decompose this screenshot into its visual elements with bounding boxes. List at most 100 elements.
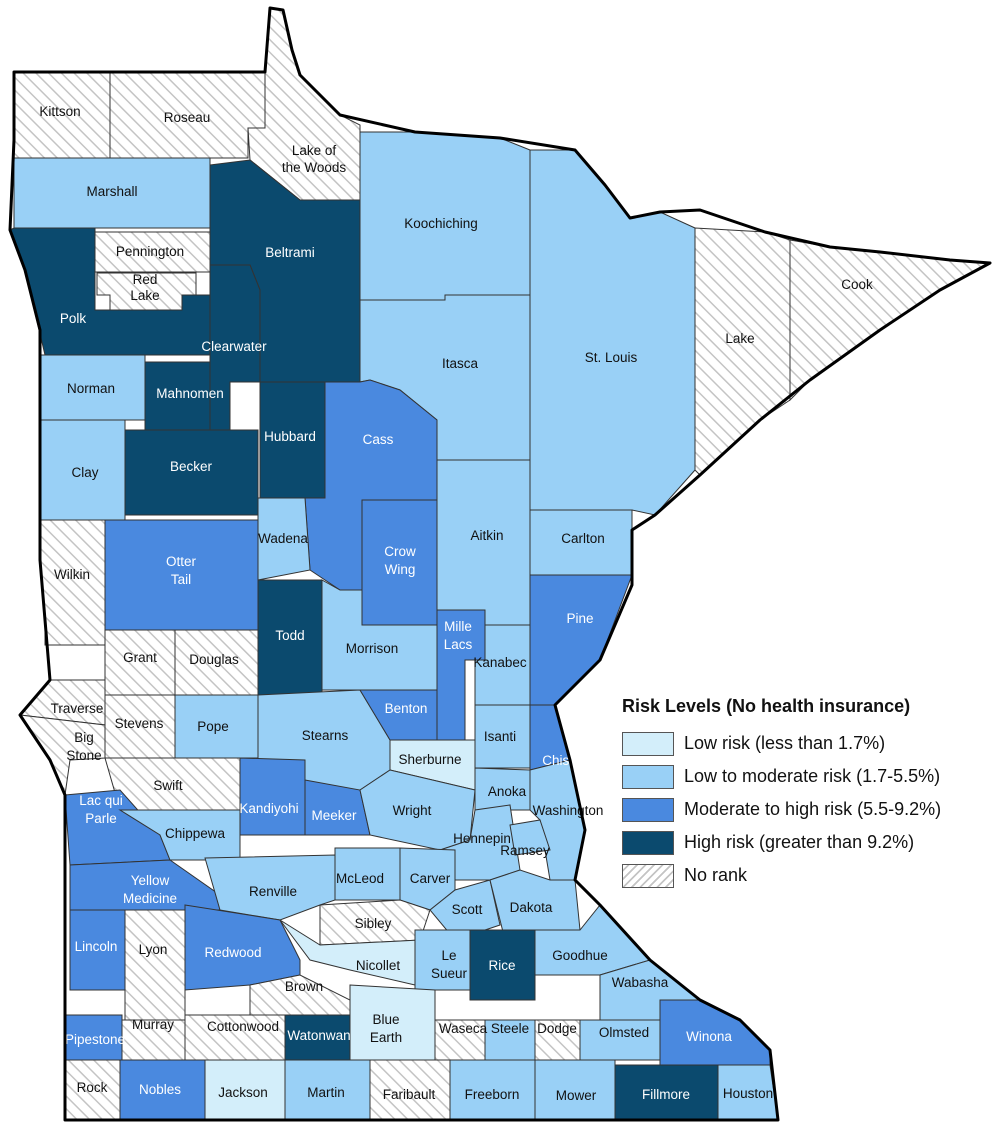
county-label-clay: Clay bbox=[71, 465, 98, 480]
county-label-douglas: Douglas bbox=[189, 652, 239, 667]
county-label-murray: Murray bbox=[132, 1017, 174, 1032]
county-label-chippewa: Chippewa bbox=[165, 826, 226, 841]
county-label-ramsey: Ramsey bbox=[500, 843, 550, 858]
county-label-goodhue: Goodhue bbox=[552, 948, 608, 963]
county-label-stearns: Stearns bbox=[302, 728, 349, 743]
county-label-martin: Martin bbox=[307, 1085, 345, 1100]
county-label-nicollet: Nicollet bbox=[356, 958, 401, 973]
legend-title: Risk Levels (No health insurance) bbox=[622, 696, 911, 716]
county-label-nobles: Nobles bbox=[139, 1082, 181, 1097]
legend: Risk Levels (No health insurance) Low ri… bbox=[622, 696, 988, 892]
county-label-pine: Pine bbox=[566, 611, 593, 626]
county-label-cook: Cook bbox=[841, 277, 873, 292]
county-clearwater bbox=[209, 264, 261, 431]
county-label-olmsted: Olmsted bbox=[599, 1025, 649, 1040]
county-label-marshall: Marshall bbox=[86, 184, 137, 199]
county-label-todd: Todd bbox=[275, 628, 304, 643]
county-label-cottonwood: Cottonwood bbox=[207, 1019, 279, 1034]
legend-swatch-low bbox=[622, 731, 674, 756]
county-label-meeker: Meeker bbox=[311, 808, 357, 823]
county-label-kanabec: Kanabec bbox=[473, 655, 527, 670]
county-cook bbox=[789, 239, 992, 402]
county-label-beltrami: Beltrami bbox=[265, 245, 315, 260]
county-label-faribault: Faribault bbox=[383, 1087, 436, 1102]
county-label-hennepin: Hennepin bbox=[453, 831, 511, 846]
county-label-pipestone: Pipestone bbox=[65, 1032, 125, 1047]
county-label-washington: Washington bbox=[533, 803, 604, 818]
county-label-kandiyohi: Kandiyohi bbox=[239, 801, 298, 816]
county-label-clearwater: Clearwater bbox=[201, 339, 267, 354]
county-label-isanti: Isanti bbox=[484, 729, 516, 744]
county-label-watonwan: Watonwan bbox=[287, 1028, 350, 1043]
county-rice bbox=[469, 929, 536, 1001]
county-label-anoka: Anoka bbox=[488, 784, 527, 799]
county-label-carlton: Carlton bbox=[561, 531, 605, 546]
county-label-pope: Pope bbox=[197, 719, 229, 734]
county-label-becker: Becker bbox=[170, 459, 213, 474]
legend-swatch-lowmod bbox=[622, 764, 674, 789]
county-label-itasca: Itasca bbox=[442, 356, 479, 371]
legend-item-low: Low risk (less than 1.7%) bbox=[622, 727, 988, 760]
county-pine bbox=[529, 574, 633, 706]
county-label-roseau: Roseau bbox=[164, 110, 211, 125]
county-label-morrison: Morrison bbox=[346, 641, 399, 656]
county-label-traverse: Traverse bbox=[51, 701, 104, 716]
county-label-rock: Rock bbox=[77, 1080, 108, 1095]
county-wilkin bbox=[39, 519, 106, 646]
county-label-lyon: Lyon bbox=[139, 942, 168, 957]
county-label-freeborn: Freeborn bbox=[465, 1087, 520, 1102]
legend-item-lowmod: Low to moderate risk (1.7-5.5%) bbox=[622, 760, 988, 793]
legend-item-modhigh: Moderate to high risk (5.5-9.2%) bbox=[622, 793, 988, 826]
county-label-dakota: Dakota bbox=[510, 900, 553, 915]
county-label-winona: Winona bbox=[686, 1029, 732, 1044]
county-label-sibley: Sibley bbox=[355, 916, 392, 931]
county-kandiyohi bbox=[239, 757, 306, 836]
state-outline bbox=[8, 6, 992, 1122]
county-label-swift: Swift bbox=[153, 778, 183, 793]
legend-item-norank: No rank bbox=[622, 859, 988, 892]
legend-item-high: High risk (greater than 9.2%) bbox=[622, 826, 988, 859]
county-label-houston: Houston bbox=[723, 1086, 773, 1101]
legend-label-modhigh: Moderate to high risk (5.5-9.2%) bbox=[684, 799, 942, 819]
county-label-lake: Lake bbox=[725, 331, 754, 346]
county-label-mcleod: McLeod bbox=[336, 871, 384, 886]
legend-label-low: Low risk (less than 1.7%) bbox=[684, 733, 886, 753]
county-label-norman: Norman bbox=[67, 381, 115, 396]
legend-label-norank: No rank bbox=[684, 865, 748, 885]
county-label-rice: Rice bbox=[488, 958, 515, 973]
county-label-wadena: Wadena bbox=[258, 531, 308, 546]
county-label-waseca: Waseca bbox=[439, 1021, 488, 1036]
county-label-dodge: Dodge bbox=[537, 1021, 577, 1036]
county-morrison bbox=[321, 579, 438, 691]
county-label-sherburne: Sherburne bbox=[398, 752, 461, 767]
county-label-koochiching: Koochiching bbox=[404, 216, 478, 231]
county-label-pennington: Pennington bbox=[116, 244, 184, 259]
county-label-cass: Cass bbox=[363, 432, 394, 447]
county-lyon bbox=[124, 909, 186, 1021]
county-sibley bbox=[319, 899, 431, 946]
legend-swatch-high bbox=[622, 830, 674, 855]
county-label-wilkin: Wilkin bbox=[54, 567, 90, 582]
county-label-polk: Polk bbox=[60, 311, 87, 326]
county-label-mahnomen: Mahnomen bbox=[156, 386, 224, 401]
legend-label-lowmod: Low to moderate risk (1.7-5.5%) bbox=[684, 766, 941, 786]
county-label-hubbard: Hubbard bbox=[264, 429, 316, 444]
county-label-wright: Wright bbox=[393, 803, 432, 818]
county-label-aitkin: Aitkin bbox=[470, 528, 503, 543]
county-label-kittson: Kittson bbox=[39, 104, 80, 119]
legend-swatch-modhigh bbox=[622, 797, 674, 822]
legend-label-high: High risk (greater than 9.2%) bbox=[684, 832, 915, 852]
county-label-carver: Carver bbox=[410, 871, 451, 886]
county-label-stevens: Stevens bbox=[115, 716, 164, 731]
county-ramsey bbox=[509, 819, 551, 856]
county-label-renville: Renville bbox=[249, 884, 297, 899]
county-label-redwood: Redwood bbox=[204, 945, 261, 960]
